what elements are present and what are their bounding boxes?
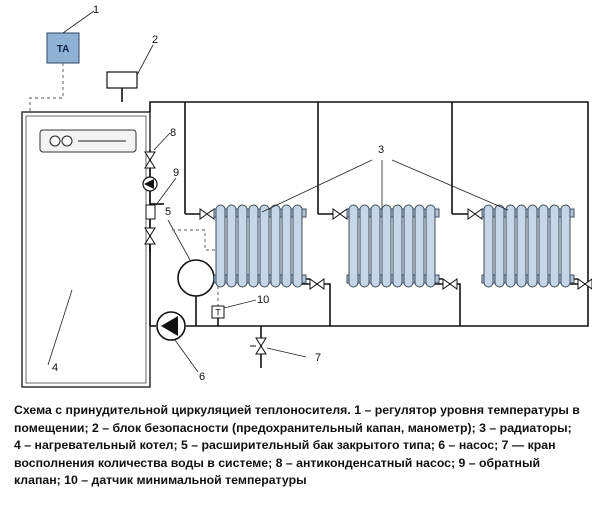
sensor-label: T	[215, 308, 221, 318]
safety-group	[106, 71, 138, 89]
radiator-section	[226, 204, 237, 288]
heating-scheme-diagram: TA 1 2 4	[21, 4, 592, 388]
radiator-section	[425, 204, 436, 288]
leader-6	[174, 339, 199, 373]
leader-8	[153, 132, 171, 151]
radiator-section	[403, 204, 414, 288]
radiator-section	[281, 204, 292, 288]
radiator-section	[215, 204, 226, 288]
radiator-section	[483, 204, 494, 288]
expansion-tank	[177, 259, 215, 297]
boiler-dial-icon	[61, 135, 73, 147]
leader-4	[47, 289, 73, 366]
room-thermostat: TA	[46, 32, 80, 64]
boiler	[21, 111, 151, 388]
make-up-valve	[250, 337, 267, 355]
circulation-pump	[156, 311, 186, 341]
radiator-section	[494, 204, 505, 288]
boiler-body	[21, 111, 151, 388]
radiator-section	[359, 204, 370, 288]
radiator-inlet-valve	[332, 208, 348, 220]
radiator-section	[370, 204, 381, 288]
anticondensate-valve-bottom	[144, 227, 156, 245]
radiator-section	[237, 204, 248, 288]
radiator-section	[392, 204, 403, 288]
radiator	[199, 204, 325, 290]
leader-9	[155, 177, 177, 206]
radiator-outlet-valve	[309, 278, 325, 290]
radiator-inlet-valve	[467, 208, 483, 220]
radiator-inlet-valve	[199, 208, 215, 220]
label-6: 6	[199, 371, 205, 383]
leader-7	[266, 347, 307, 358]
leader-5	[167, 219, 191, 261]
radiator-section	[527, 204, 538, 288]
radiators	[199, 204, 592, 290]
leader-3c	[391, 159, 509, 211]
radiator-section	[414, 204, 425, 288]
radiator-section	[270, 204, 281, 288]
supply-pipe	[149, 101, 589, 282]
radiator-section	[560, 204, 571, 288]
label-8: 8	[170, 127, 176, 139]
radiator-section	[516, 204, 527, 288]
label-1: 1	[93, 4, 99, 16]
boiler-dial-icon	[49, 135, 61, 147]
leader-2	[136, 44, 154, 76]
pump-arrow-icon	[161, 316, 178, 336]
check-valve	[145, 204, 156, 220]
leader-1	[62, 10, 95, 34]
leader-10	[223, 299, 257, 309]
label-7: 7	[315, 352, 321, 364]
radiator-section	[292, 204, 303, 288]
thermostat-label: TA	[57, 44, 70, 55]
diagram-caption: Схема с принудительной циркуляцией тепло…	[14, 403, 580, 488]
label-4: 4	[52, 362, 58, 374]
leader-3a	[261, 159, 373, 213]
radiator-section	[248, 204, 259, 288]
radiator	[332, 204, 458, 290]
radiator-section	[538, 204, 549, 288]
label-3: 3	[378, 144, 384, 156]
anticondensate-pump	[142, 176, 158, 192]
radiator-section	[549, 204, 560, 288]
label-5: 5	[165, 206, 171, 218]
anticondensate-valve-top	[144, 151, 156, 169]
thermostat-wire	[29, 63, 64, 118]
label-10: 10	[257, 294, 269, 306]
label-2: 2	[152, 34, 158, 46]
radiator-section	[505, 204, 516, 288]
label-9: 9	[173, 167, 179, 179]
radiator-section	[381, 204, 392, 288]
radiator	[467, 204, 592, 290]
thermostat-box	[46, 32, 80, 64]
radiator-section	[348, 204, 359, 288]
radiator-outlet-valve	[442, 278, 458, 290]
radiator-section	[259, 204, 270, 288]
radiator-outlet-valve	[577, 278, 592, 290]
